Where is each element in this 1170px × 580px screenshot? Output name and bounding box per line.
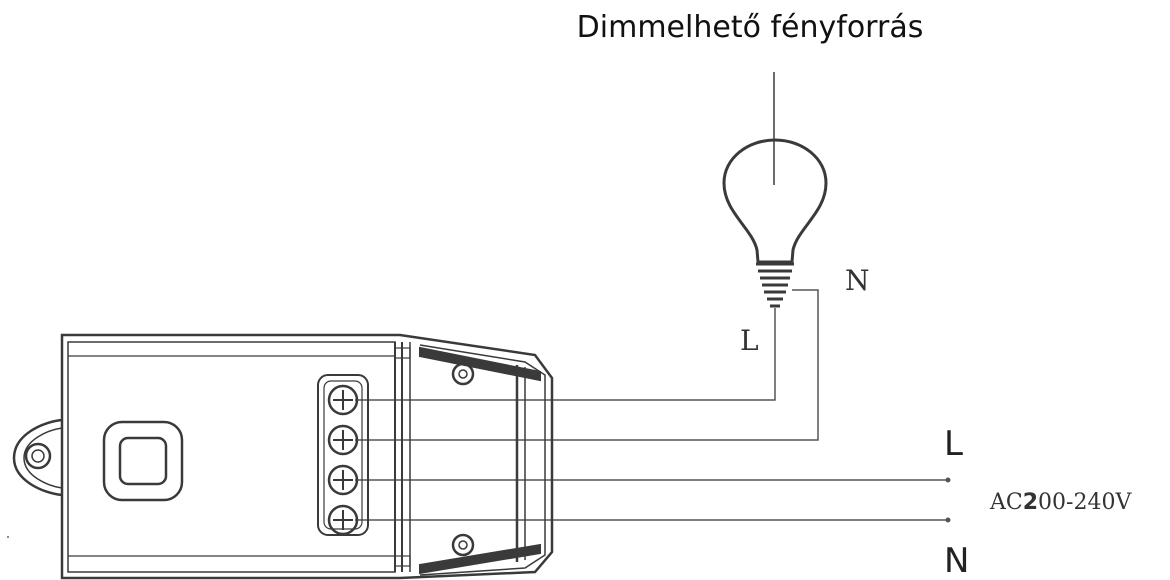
lamp-terminal-l-label: L [740,324,759,357]
supply-neutral-label: N [944,541,969,580]
neutral-to-lamp-wire [355,289,819,441]
supply-neutral-terminal [945,517,951,523]
push-button-icon [102,420,184,502]
light-bulb-icon [722,72,828,308]
line-to-lamp-wire [355,308,776,401]
cover-screw-top-icon [451,362,475,386]
stray-dot [7,536,9,538]
cover-screw-bottom-icon [451,533,475,557]
diagram-title: Dimmelhető fényforrás [577,10,924,45]
terminal-screw-1-icon [327,384,359,416]
supply-voltage-label: AC200-240V [989,490,1132,515]
mounting-hole-icon [24,442,52,470]
terminal-screws [327,384,359,536]
lamp-terminal-n-label: N [845,264,870,297]
mounting-ear [12,418,63,497]
terminal-screw-2-icon [327,424,359,456]
supply-line-terminal [945,477,951,483]
wiring [355,289,948,521]
dimmer-module [12,333,554,580]
module-housing [60,333,554,580]
terminal-screw-4-icon [327,504,359,536]
bulb-glass [722,138,828,264]
supply-line-label: L [944,424,963,464]
terminal-screw-3-icon [327,464,359,496]
